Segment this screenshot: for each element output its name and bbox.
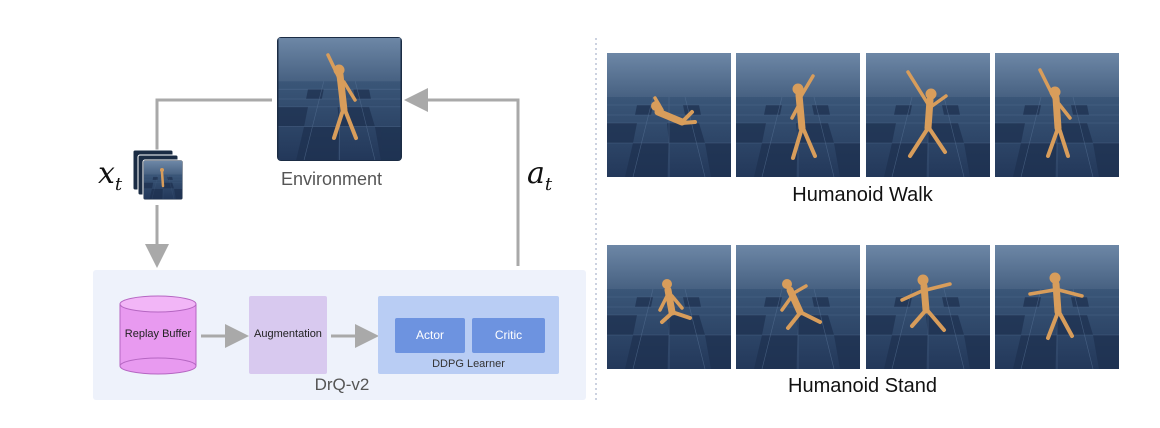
replay-buffer-label: Replay Buffer	[124, 328, 192, 340]
environment-label: Environment	[281, 169, 383, 189]
action-label: at	[527, 156, 552, 195]
action-arrow	[404, 88, 520, 266]
observation-label: xt	[98, 156, 122, 195]
humanoid-walk-caption: Humanoid Walk	[792, 184, 933, 206]
actor-label: Actor	[415, 328, 444, 342]
augmentation-box	[249, 296, 327, 374]
observation-subscript: t	[114, 174, 123, 195]
walk-humanoid-1	[653, 96, 697, 126]
stand-frames	[607, 245, 1119, 369]
augmentation-label: Augmentation	[254, 328, 322, 340]
stand-humanoid-3	[900, 282, 952, 332]
critic-label: Critic	[494, 328, 523, 342]
humanoid-stand-caption: Humanoid Stand	[788, 375, 937, 397]
walk-humanoid-3	[906, 70, 948, 158]
environment-humanoid	[326, 53, 358, 140]
observation-stack	[132, 149, 184, 201]
replay-buffer-cylinder	[119, 295, 197, 375]
drq-v2-label: DrQ-v2	[314, 375, 370, 394]
critic-box	[472, 318, 545, 353]
action-subscript: t	[544, 174, 553, 195]
stand-humanoid-4	[1028, 280, 1084, 340]
obs-loop-top	[155, 98, 272, 158]
observation-symbol: x	[98, 156, 115, 191]
stand-humanoid-2	[780, 284, 822, 330]
stand-humanoid-1	[658, 286, 692, 324]
action-symbol: a	[527, 156, 545, 191]
actor-box	[395, 318, 465, 353]
ddpg-learner-label: DDPG Learner	[432, 358, 505, 370]
walk-humanoid-2	[790, 74, 817, 160]
ddpg-learner-box	[378, 296, 559, 374]
environment-frame	[277, 37, 402, 161]
